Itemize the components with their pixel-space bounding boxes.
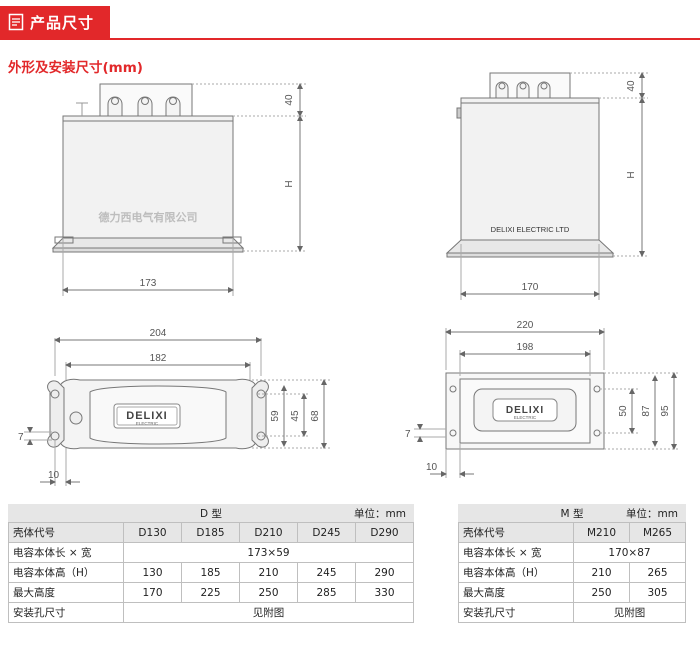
table-cell: 225: [181, 582, 240, 603]
table-cell: 210: [573, 562, 630, 583]
d-dim-59: 59: [270, 410, 281, 422]
table-row: 壳体代号 D130 D185 D210 D245 D290: [8, 522, 414, 543]
table-m-unit: 单位：mm: [626, 508, 678, 520]
table-cell: 245: [297, 562, 356, 583]
table-cell: 壳体代号: [8, 522, 124, 543]
m-terminal-bolts: [495, 81, 551, 98]
m-front-dim-top: 40: [626, 80, 637, 92]
table-row: 电容本体高（H） 130 185 210 245 290: [8, 562, 414, 583]
header-rule: [0, 38, 700, 40]
m-dim-87: 87: [641, 405, 652, 417]
m-type-top-view: [414, 328, 680, 478]
table-d-unit: 单位：mm: [354, 508, 406, 520]
table-row: 安装孔尺寸 见附图: [8, 602, 414, 623]
m-front-dim-h: H: [626, 171, 637, 178]
table-cell: 210: [239, 562, 298, 583]
table-cell: 安装孔尺寸: [458, 602, 574, 623]
d-dim-7: 7: [18, 432, 24, 443]
table-cell: 电容本体长 × 宽: [458, 542, 574, 563]
table-cell: 安装孔尺寸: [8, 602, 124, 623]
terminal-bolts: [107, 96, 181, 116]
table-cell: 185: [181, 562, 240, 583]
d-dim-182: 182: [150, 353, 167, 364]
table-cell: 173×59: [123, 542, 414, 563]
m-front-dim-width: 170: [522, 282, 539, 293]
d-dim-10: 10: [48, 470, 60, 481]
table-cell: 见附图: [573, 602, 686, 623]
table-cell: D290: [355, 522, 414, 543]
table-row: 电容本体长 × 宽 170×87: [458, 542, 686, 563]
m-dim-50: 50: [618, 405, 629, 417]
d-front-brand-text: 德力西电气有限公司: [98, 210, 198, 224]
m-dim-7: 7: [405, 429, 411, 440]
table-cell: 250: [573, 582, 630, 603]
table-cell: 330: [355, 582, 414, 603]
table-cell: 290: [355, 562, 414, 583]
d-dim-204: 204: [150, 328, 167, 339]
d-front-dim-h: H: [284, 180, 295, 187]
d-dim-45: 45: [290, 410, 301, 422]
table-cell: 250: [239, 582, 298, 603]
table-cell: 170: [123, 582, 182, 603]
table-cell: 130: [123, 562, 182, 583]
d-front-dim-width: 173: [140, 278, 157, 289]
table-row: 壳体代号 M210 M265: [458, 522, 686, 543]
m-dim-95: 95: [660, 405, 671, 417]
table-cell: 265: [629, 562, 686, 583]
d-type-front-view: [51, 83, 306, 296]
table-cell: M265: [629, 522, 686, 543]
m-front-brand-text: DELIXI ELECTRIC LTD: [491, 225, 570, 234]
m-top-logo: DELIXI: [506, 405, 544, 416]
table-m-title: M 型: [560, 508, 584, 520]
table-cell: 见附图: [123, 602, 414, 623]
table-cell: D185: [181, 522, 240, 543]
m-dim-198: 198: [517, 342, 534, 353]
table-cell: D130: [123, 522, 182, 543]
table-cell: 170×87: [573, 542, 686, 563]
table-row: 最大高度 250 305: [458, 582, 686, 603]
document-icon: [8, 13, 24, 31]
m-dim-220: 220: [517, 320, 534, 331]
table-cell: M210: [573, 522, 630, 543]
section-header: 产品尺寸: [0, 0, 700, 42]
section-title-bar: 产品尺寸: [0, 6, 110, 38]
table-cell: D210: [239, 522, 298, 543]
table-cell: 305: [629, 582, 686, 603]
d-front-dim-top: 40: [284, 94, 295, 106]
d-top-logo: DELIXI: [126, 410, 167, 422]
d-dim-68: 68: [310, 410, 321, 422]
table-d: 壳体代号 D130 D185 D210 D245 D290 电容本体长 × 宽 …: [8, 522, 414, 623]
m-top-logo-sub: ELECTRIC: [514, 415, 537, 420]
table-d-title: D 型: [200, 508, 222, 520]
table-cell: 电容本体高（H）: [8, 562, 124, 583]
d-type-top-view: [24, 337, 330, 486]
table-row: 安装孔尺寸 见附图: [458, 602, 686, 623]
table-row: 电容本体长 × 宽 173×59: [8, 542, 414, 563]
table-d-caption-bar: [8, 504, 414, 522]
m-type-front-view: [445, 72, 648, 300]
table-cell: 285: [297, 582, 356, 603]
section-title: 产品尺寸: [30, 13, 95, 32]
table-cell: 电容本体长 × 宽: [8, 542, 124, 563]
table-m-caption-bar: [458, 504, 686, 522]
m-dim-10: 10: [426, 462, 438, 473]
table-cell: 最大高度: [8, 582, 124, 603]
table-row: 电容本体高（H） 210 265: [458, 562, 686, 583]
d-top-logo-sub: ELECTRIC: [136, 421, 159, 426]
drawing-subtitle: 外形及安装尺寸(mm): [8, 60, 143, 76]
table-row: 最大高度 170 225 250 285 330: [8, 582, 414, 603]
table-cell: 最大高度: [458, 582, 574, 603]
table-cell: 电容本体高（H）: [458, 562, 574, 583]
table-cell: D245: [297, 522, 356, 543]
table-cell: 壳体代号: [458, 522, 574, 543]
table-m: 壳体代号 M210 M265 电容本体长 × 宽 170×87 电容本体高（H）…: [458, 522, 686, 623]
